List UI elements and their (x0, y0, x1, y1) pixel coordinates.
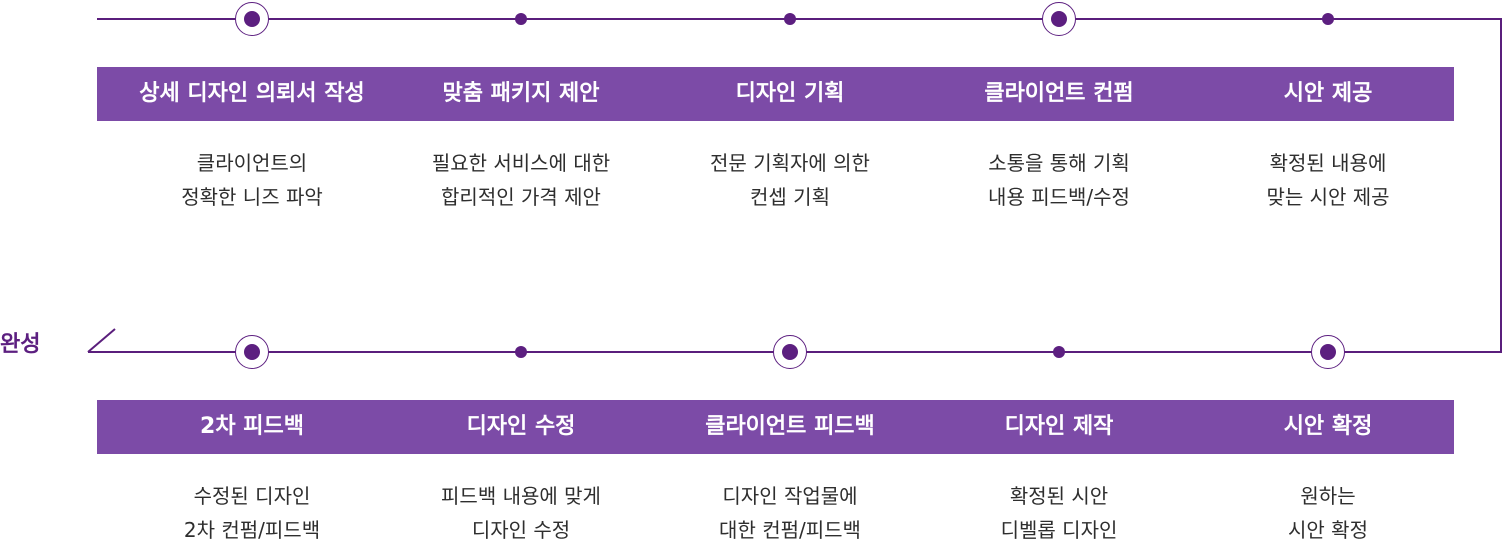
step-marker (235, 335, 269, 369)
step-marker (784, 13, 796, 25)
step-title: 디자인 기획 (735, 81, 845, 106)
step-title: 2차 피드백 (200, 414, 304, 439)
step-title: 시안 제공 (1283, 81, 1373, 106)
right-connector-line (1500, 18, 1502, 353)
step-marker (515, 346, 527, 358)
step-title: 맞춤 패키지 제안 (442, 81, 600, 106)
step-marker (1322, 13, 1334, 25)
top-connector-line (97, 18, 1502, 20)
bottom-steps-bar (97, 400, 1454, 454)
step-marker (1042, 2, 1076, 36)
step-title: 시안 확정 (1283, 414, 1373, 439)
completion-label: 완성 (0, 332, 41, 357)
step-title: 상세 디자인 의뢰서 작성 (139, 81, 365, 106)
step-title: 디자인 수정 (466, 414, 576, 439)
step-marker (1053, 346, 1065, 358)
step-marker (773, 335, 807, 369)
top-steps-bar (97, 67, 1454, 121)
step-title: 디자인 제작 (1004, 414, 1114, 439)
step-marker (1311, 335, 1345, 369)
step-marker (515, 13, 527, 25)
step-title: 클라이언트 컨펌 (984, 81, 1134, 106)
step-marker (235, 2, 269, 36)
step-title: 클라이언트 피드백 (705, 414, 875, 439)
